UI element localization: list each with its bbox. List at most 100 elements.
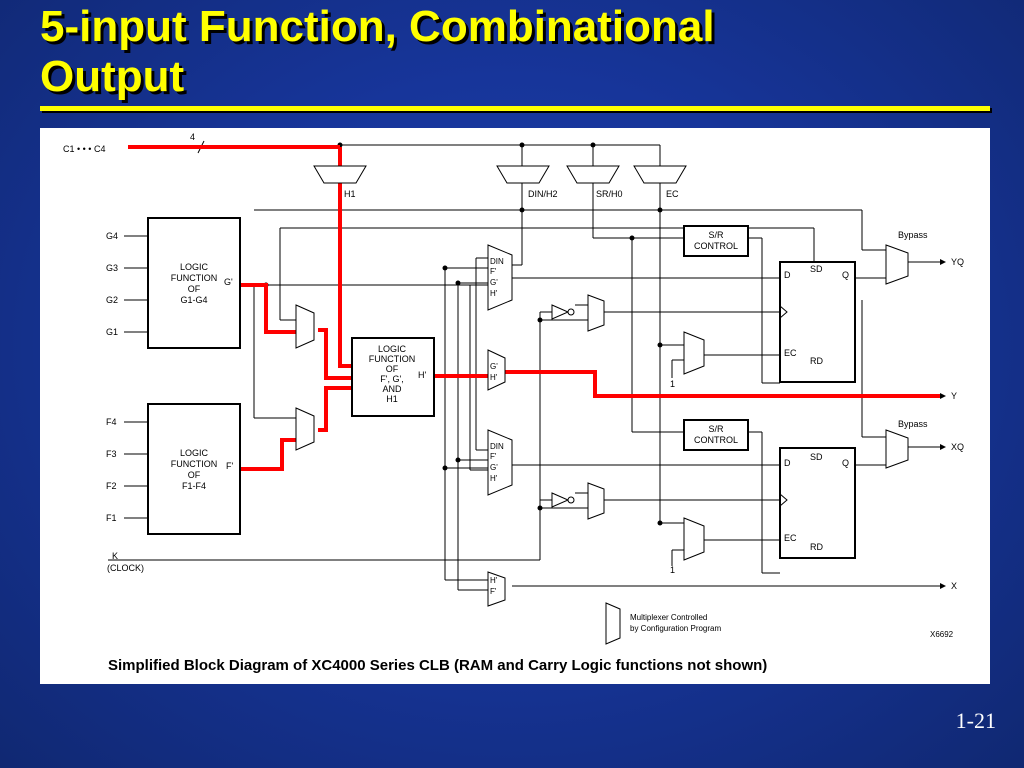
logic-blocks [147,217,856,559]
multiplexers [295,165,909,645]
diagram-labels: C1 • • • C4 4 H1 DIN/H2 SR/H0 EC G4 G3 G… [63,132,964,639]
h-block-line-4: F', G', [380,374,403,384]
lower-ec-const: 1 [670,565,675,575]
wires [108,140,940,591]
sr-control-lower [683,419,749,451]
clock-note-label: (CLOCK) [107,563,144,573]
g1-label: G1 [106,327,118,337]
g-block-line-4: G1-G4 [180,295,207,305]
ff-upper-sd: SD [810,264,823,274]
g-block-output-label: G' [224,277,233,287]
sr-lower-line-1: S/R [708,424,724,434]
sr-h0-selector-label: SR/H0 [596,189,623,199]
upper-mux-f: F' [490,267,497,276]
lower-mux-f: F' [490,452,497,461]
y-mux-h: H' [490,373,498,382]
h-function-block [351,337,435,417]
lower-inverter-bubble [567,496,575,504]
y-output-label: Y [951,391,957,401]
title-line-2: Output [40,52,185,101]
clb-block-diagram: C1 • • • C4 4 H1 DIN/H2 SR/H0 EC G4 G3 G… [40,128,990,684]
din-selector-mux [496,165,550,184]
din-h2-selector-label: DIN/H2 [528,189,558,199]
sr-upper-line-1: S/R [708,230,724,240]
upper-ec-const: 1 [670,379,675,389]
upper-mux-g: G' [490,278,498,287]
legend-line-2: by Configuration Program [630,624,721,633]
lower-mux-din: DIN [490,442,504,451]
output-arrows [940,259,946,589]
f2-label: F2 [106,481,117,491]
y-mux-g: G' [490,362,498,371]
f-block-line-2: FUNCTION [171,459,218,469]
clock-k-label: K [112,551,118,561]
bus-label: C1 • • • C4 [63,144,105,154]
junction-dots [263,142,663,526]
g4-label: G4 [106,231,118,241]
h-block-output-label: H' [418,370,426,380]
ff-upper-d: D [784,270,791,280]
h-block-line-5: AND [382,384,402,394]
ec-selector-label: EC [666,189,679,199]
sr-control-upper [683,225,749,257]
g-block-line-1: LOGIC [180,262,209,272]
h-block-line-6: H1 [386,394,398,404]
h1-selector-label: H1 [344,189,356,199]
h-block-line-2: FUNCTION [369,354,416,364]
flipflop-lower [779,447,856,559]
upper-ec-mux [683,331,705,375]
slide-number: 1-21 [955,708,996,733]
ff-lower-rd: RD [810,542,823,552]
upper-din-mux [487,244,513,311]
f-block-line-1: LOGIC [180,448,209,458]
g-input-mux [295,304,315,349]
diagram-svg: C1 • • • C4 4 H1 DIN/H2 SR/H0 EC G4 G3 G… [63,132,964,674]
ff-lower-sd: SD [810,452,823,462]
lower-mux-h: H' [490,474,498,483]
lower-din-mux [487,429,513,496]
diagram-caption: Simplified Block Diagram of XC4000 Serie… [108,657,767,674]
lower-clock-edge [779,493,788,507]
h-block-line-1: LOGIC [378,344,407,354]
ec-selector-mux [633,165,687,184]
part-number-label: X6692 [930,630,954,639]
upper-clock-edge [779,305,788,319]
xq-bypass-mux [885,429,909,469]
slide-title: 5-input Function, Combinational Output [40,2,1000,102]
upper-mux-din: DIN [490,257,504,266]
flipflop-upper [779,261,856,383]
xq-bypass-label: Bypass [898,419,928,429]
upper-clock-inverter [551,304,570,320]
h1-selector-mux [313,165,367,184]
x-output-mux [487,571,506,607]
ff-lower-d: D [784,458,791,468]
f-block-line-4: F1-F4 [182,481,206,491]
g-function-block [147,217,241,349]
g2-label: G2 [106,295,118,305]
ff-lower-ec: EC [784,533,797,543]
upper-clock-mux [587,294,605,332]
sr-upper-line-2: CONTROL [694,241,738,251]
f-block-output-label: F' [226,461,233,471]
ff-upper-ec: EC [784,348,797,358]
lower-clock-mux [587,482,605,520]
f-input-mux [295,407,315,451]
ff-lower-q: Q [842,458,849,468]
f1-label: F1 [106,513,117,523]
yq-bypass-label: Bypass [898,230,928,240]
legend-line-1: Multiplexer Controlled [630,613,707,622]
upper-inverter-bubble [567,308,575,316]
ff-upper-q: Q [842,270,849,280]
h-block-line-3: OF [386,364,399,374]
f-function-block [147,403,241,535]
ff-upper-rd: RD [810,356,823,366]
lower-clock-inverter [551,492,570,508]
highlighted-path [128,145,940,471]
xq-output-label: XQ [951,442,964,452]
bus-width-label: 4 [190,132,195,142]
title-line-1: 5-input Function, Combinational [40,2,715,51]
lower-ec-mux [683,517,705,561]
g-block-line-3: OF [188,284,201,294]
g-block-line-2: FUNCTION [171,273,218,283]
f3-label: F3 [106,449,117,459]
